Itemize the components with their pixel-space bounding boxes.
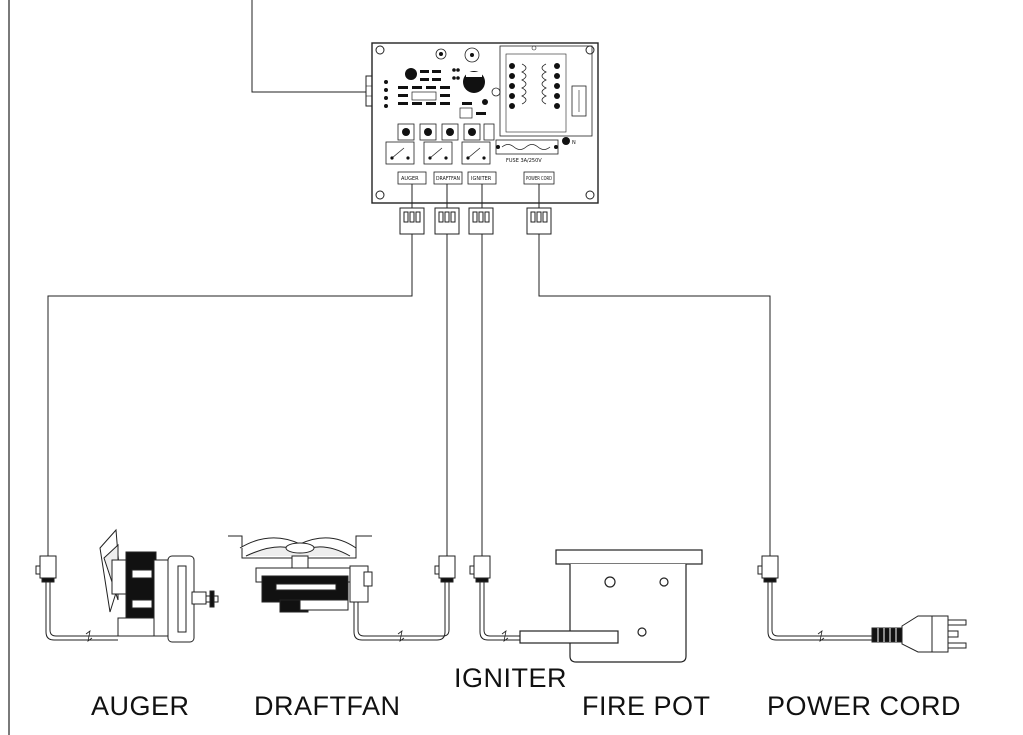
inline-connector-draftfan <box>434 555 456 583</box>
plug-auger <box>399 184 425 235</box>
label-auger: AUGER <box>91 691 190 721</box>
board-label-igniter: IGNITER <box>471 176 492 182</box>
label-fire-pot: FIRE POT <box>582 691 711 721</box>
label-draftfan: DRAFTFAN <box>254 691 401 721</box>
draftfan-illustration <box>228 535 373 613</box>
board-label-auger: AUGER <box>401 176 419 182</box>
igniter-rod-illustration <box>519 630 619 644</box>
cable-runs <box>45 582 872 642</box>
board-label-power-cord: POWER CORD <box>526 176 552 182</box>
plug-draftfan <box>434 184 460 235</box>
auger-motor-illustration <box>99 528 219 643</box>
control-board: FUSE 3A/250V N AUGER DRAFTFAN IGNITER PO… <box>371 42 599 204</box>
top-feed-wire <box>251 0 372 93</box>
wire-power-cord <box>538 234 771 556</box>
fire-pot-illustration <box>555 549 703 663</box>
plug-power-cord <box>526 184 552 235</box>
n-terminal-label: N <box>572 140 576 146</box>
fuse-label: FUSE 3A/250V <box>506 158 542 164</box>
board-label-draftfan: DRAFTFAN <box>436 176 460 182</box>
label-power-cord: POWER CORD <box>767 691 961 721</box>
inline-connector-igniter <box>469 555 491 583</box>
inline-connector-power-cord <box>757 555 779 583</box>
label-igniter: IGNITER <box>454 663 568 693</box>
inline-connector-auger <box>35 555 57 583</box>
wires <box>47 234 771 556</box>
board-plugs <box>399 184 552 235</box>
inline-connectors <box>35 555 779 583</box>
wire-auger <box>47 234 413 556</box>
power-plug-illustration <box>871 615 967 653</box>
plug-igniter <box>468 184 494 235</box>
